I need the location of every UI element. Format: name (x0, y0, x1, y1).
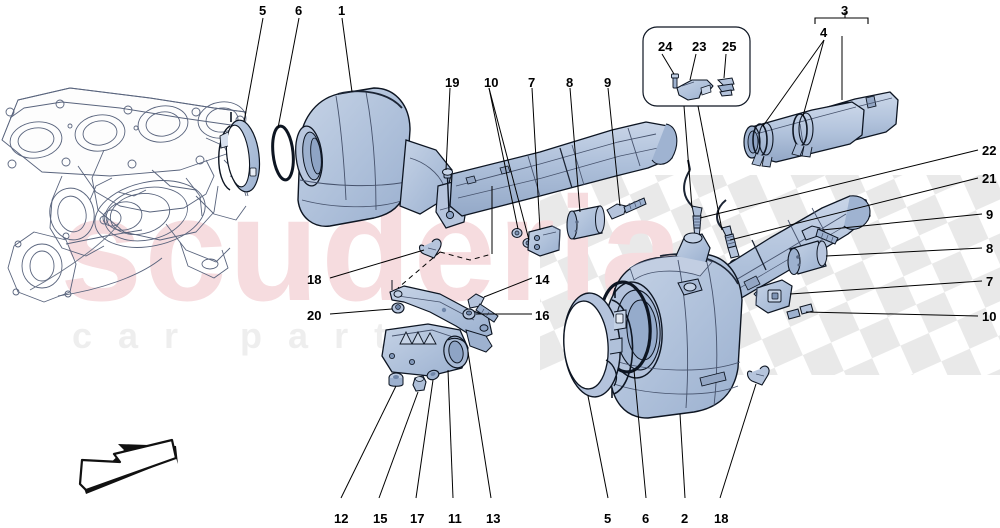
callout-11-bottom: 11 (448, 511, 462, 526)
callout-10-right: 10 (982, 309, 997, 324)
part-5-clamp-lower (563, 288, 634, 398)
callout-24-inset: 24 (658, 39, 673, 54)
part-20-bush (391, 302, 405, 314)
part-1-catalytic-converter-upper (295, 87, 469, 229)
part-11-mount-bracket (381, 323, 493, 377)
part-9-bolt-lower (801, 225, 839, 245)
part-3-rear-pipes-assembly (743, 91, 899, 168)
part-13-bushing (443, 335, 469, 369)
callout-1-top: 1 (338, 3, 346, 18)
part-10-spacers-lower (786, 303, 814, 320)
part-24-small-bolt (671, 73, 679, 89)
part-12-nut (388, 372, 404, 387)
callout-16-middle: 16 (535, 308, 550, 323)
callout-4-top: 4 (820, 25, 828, 40)
callout-17-bottom: 17 (410, 511, 425, 526)
callout-18-left: 18 (307, 272, 322, 287)
callout-5-bottom: 5 (604, 511, 612, 526)
leader-lines (243, 12, 983, 499)
callout-6-top: 6 (295, 3, 303, 18)
part-19-stud-bolt (442, 168, 453, 213)
callout-9-right: 9 (986, 207, 994, 222)
part-7-sensor-bracket-upper (527, 225, 561, 257)
callout-14-middle: 14 (535, 272, 550, 287)
callout-20-left: 20 (307, 308, 322, 323)
callout-5-top: 5 (259, 3, 267, 18)
callout-25-inset: 25 (722, 39, 737, 54)
detail-inset-box (642, 26, 751, 107)
callout-19-top: 19 (445, 75, 460, 90)
callout-21-right: 21 (982, 171, 997, 186)
part-25-clip (716, 77, 735, 97)
callout-3-top: 3 (841, 3, 849, 18)
callout-15-bottom: 15 (373, 511, 388, 526)
callout-8-top: 8 (566, 75, 574, 90)
callout-8-right: 8 (986, 241, 994, 256)
callout-18-bottom: 18 (714, 511, 729, 526)
part-4-clamps (751, 112, 814, 168)
callout-6-bottom: 6 (642, 511, 650, 526)
callout-23-inset: 23 (692, 39, 707, 54)
callout-13-bottom: 13 (486, 511, 501, 526)
part-14-bolt (467, 293, 499, 323)
part-17-bush (426, 369, 440, 381)
callout-12-bottom: 12 (334, 511, 349, 526)
part-8-cylinder-spacer-upper (566, 205, 605, 240)
forward-direction-arrow (78, 438, 178, 494)
callout-2-bottom: 2 (681, 511, 689, 526)
part-18-sensor-clips (418, 238, 770, 386)
part-16-washer (462, 308, 476, 320)
callout-7-right: 7 (986, 274, 994, 289)
callout-9-top: 9 (604, 75, 612, 90)
part-5-clamp-upper (218, 112, 261, 193)
part-7-sensor-bracket-lower (755, 279, 793, 314)
part-6-gasket-ring-upper (271, 124, 295, 182)
callout-22-right: 22 (982, 143, 997, 158)
callout-10-top: 10 (484, 75, 499, 90)
part-8-cylinder-spacer-lower (787, 240, 828, 276)
watermark-sub-text: car parts (72, 315, 458, 356)
front-exhaust-pipe-upper (449, 121, 678, 217)
part-23-bracket (676, 79, 714, 101)
callout-7-top: 7 (528, 75, 536, 90)
part-15-nut (412, 375, 427, 392)
part-9-bolt-upper (606, 197, 647, 220)
